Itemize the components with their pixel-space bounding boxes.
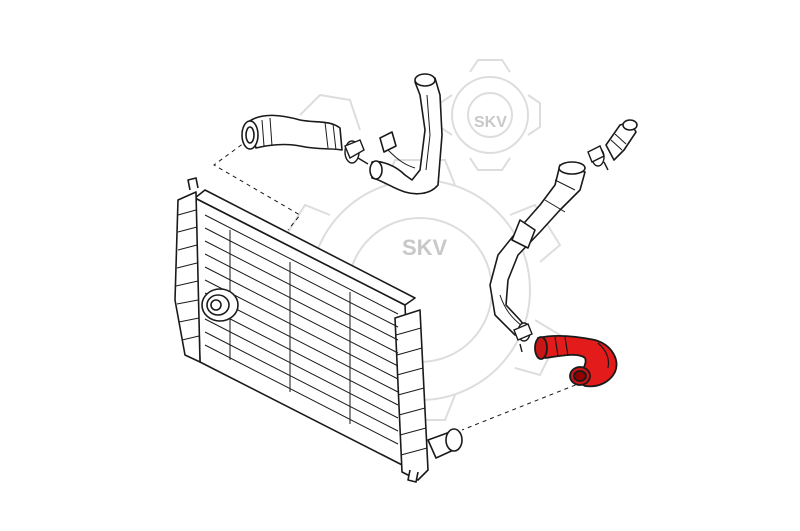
watermark-label-center: SKV <box>402 235 448 260</box>
right-metal-pipe <box>489 161 586 336</box>
intercooler <box>174 177 463 483</box>
watermark-gear-left <box>224 93 361 231</box>
leader-line-upper-hose <box>213 139 301 231</box>
upper-left-clamp <box>344 139 369 165</box>
intercooler-top-edge <box>194 189 416 306</box>
intercooler-left-port <box>201 288 239 322</box>
intercooler-right-tank <box>394 309 429 481</box>
leader-line-lower-hose <box>461 381 584 431</box>
intercooler-core <box>194 197 413 471</box>
lower-clamp <box>513 322 533 353</box>
intercooler-mount-bottom <box>407 469 419 483</box>
leader-lines <box>213 139 584 431</box>
upper-left-hose <box>241 114 343 151</box>
intercooler-mount-top <box>187 177 199 191</box>
intercooler-left-tank-ribs <box>175 209 200 341</box>
intercooler-right-tank-ribs <box>395 327 428 456</box>
watermark-gear-upper <box>439 59 541 171</box>
lower-hose-highlighted <box>534 334 618 388</box>
upper-right-hose <box>605 119 638 161</box>
intercooler-right-port <box>427 428 463 459</box>
watermark-label-upper: SKV <box>474 114 507 131</box>
upper-right-clamp <box>587 145 609 171</box>
upper-metal-pipe <box>369 73 443 195</box>
